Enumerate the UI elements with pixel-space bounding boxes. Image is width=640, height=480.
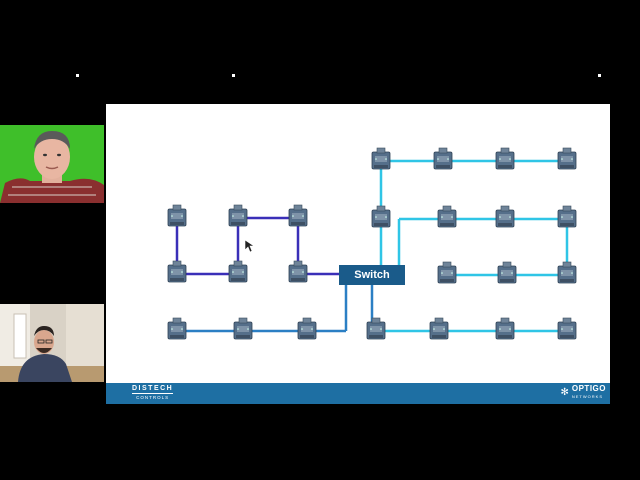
controller-device-icon[interactable] [288,204,308,227]
controller-device-icon[interactable] [497,261,517,284]
controller-device-icon[interactable] [437,205,457,228]
snowflake-icon: ✻ [560,387,569,398]
controller-device-icon[interactable] [429,317,449,340]
controller-device-icon[interactable] [297,317,317,340]
participant-avatar-1 [0,125,104,203]
shared-slide: Switch DISTECH CONTROLS ✻ OPTIGO NETWORK… [106,104,610,404]
mouse-cursor-icon [244,239,255,253]
controller-device-icon[interactable] [371,147,391,170]
controller-device-icon[interactable] [167,317,187,340]
controller-device-icon[interactable] [288,260,308,283]
controller-device-icon[interactable] [371,205,391,228]
participant-avatar-2 [0,304,104,382]
controller-device-icon[interactable] [366,317,386,340]
distech-logo: DISTECH CONTROLS [132,385,174,400]
link-group-mid [177,285,374,333]
artifact-dot [76,74,79,77]
controller-device-icon[interactable] [495,317,515,340]
link-group-light [372,159,569,333]
participant-video-1[interactable] [0,125,104,203]
controller-device-icon[interactable] [495,147,515,170]
optigo-logo: ✻ OPTIGO NETWORKS [560,384,606,400]
controller-device-icon[interactable] [228,260,248,283]
artifact-dot [598,74,601,77]
controller-device-icon[interactable] [433,147,453,170]
controller-device-icon[interactable] [437,261,457,284]
switch-node[interactable]: Switch [339,265,405,285]
slide-footer: DISTECH CONTROLS ✻ OPTIGO NETWORKS [106,383,610,404]
controller-device-icon[interactable] [228,204,248,227]
controller-device-icon[interactable] [557,261,577,284]
artifact-dot [232,74,235,77]
controller-device-icon[interactable] [495,205,515,228]
controller-device-icon[interactable] [167,260,187,283]
participant-video-2[interactable] [0,304,104,382]
controller-device-icon[interactable] [233,317,253,340]
controller-device-icon[interactable] [557,205,577,228]
switch-label: Switch [354,269,390,281]
network-diagram [167,147,577,340]
link-group-dark [175,216,339,276]
controller-device-icon[interactable] [557,147,577,170]
controller-device-icon[interactable] [557,317,577,340]
controller-device-icon[interactable] [167,204,187,227]
